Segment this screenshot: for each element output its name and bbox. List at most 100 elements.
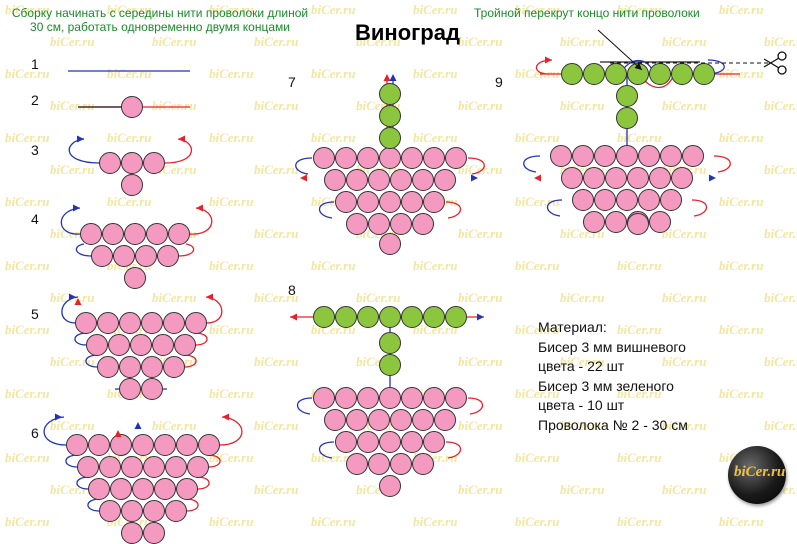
pink-bead [390,453,412,475]
watermark-text: biCer.ru [209,258,254,273]
pink-bead [143,152,165,174]
watermark-text: biCer.ru [515,66,560,81]
pink-bead [124,223,146,245]
wire-arrowhead [534,174,541,182]
pink-bead [119,378,141,400]
pink-bead [168,223,190,245]
green-bead [401,306,423,328]
watermark-text: biCer.ru [458,34,503,49]
wire-loop [194,332,208,346]
pink-bead [176,434,198,456]
pink-bead [346,453,368,475]
pink-bead [379,191,401,213]
wire-loop [75,243,92,257]
pink-bead [102,223,124,245]
watermark-text: biCer.ru [209,386,254,401]
watermark-text: biCer.ru [254,34,299,49]
wire-loop [85,354,99,368]
watermark-text: biCer.ru [719,194,764,209]
watermark-text: biCer.ru [560,482,605,497]
pink-bead [163,356,185,378]
pink-bead [313,147,335,169]
step-label-9: 9 [495,74,503,90]
pink-bead [176,478,198,500]
pink-bead [368,409,390,431]
pink-bead [99,152,121,174]
pink-bead [110,478,132,500]
pink-bead [401,147,423,169]
wire-loop [61,296,79,324]
watermark-text: biCer.ru [311,258,356,273]
materials-line: цвета - 22 шт [538,358,625,374]
green-bead [583,63,605,85]
wire-arrowhead [206,293,213,301]
watermark-text: biCer.ru [662,418,707,433]
wire-arrowhead [73,204,80,212]
pink-bead [368,453,390,475]
watermark-text: biCer.ru [617,386,662,401]
materials-line: Бисер 3 мм вишневого [538,338,686,355]
watermark-text: biCer.ru [560,98,605,113]
watermark-text: biCer.ru [5,450,50,465]
watermark-text: biCer.ru [152,34,197,49]
watermark-text: biCer.ru [152,418,197,433]
wire-loop [68,138,100,164]
step-label-1: 1 [31,56,39,72]
green-bead [693,63,715,85]
wire-loop [467,157,485,175]
watermark-text: biCer.ru [719,258,764,273]
watermark-text: biCer.ru [458,226,503,241]
wire-loop [43,416,67,446]
watermark-text: biCer.ru [50,418,95,433]
pink-bead [412,409,434,431]
watermark-text: biCer.ru [254,354,299,369]
watermark-text: biCer.ru [617,450,662,465]
watermark-text: biCer.ru [719,386,764,401]
wire-arrowhead [477,313,484,321]
materials-line: Бисер 3 мм зеленого [538,377,674,394]
wire-loop [205,296,223,324]
pink-bead [88,434,110,456]
pink-bead [154,434,176,456]
wire-arrowhead [114,430,122,437]
materials-list: Материал: Бисер 3 мм вишневого цвета - 2… [538,318,738,435]
step-label-2: 2 [31,92,39,108]
wire-loop [76,476,90,490]
twist-note: Тройной перекрут концо нити проволоки [474,6,700,20]
watermark-text: biCer.ru [5,66,50,81]
pink-bead [185,312,207,334]
pink-bead [605,211,627,233]
materials-line: цвета - 10 шт [538,397,625,413]
watermark-text: biCer.ru [152,98,197,113]
wire-loop [318,201,335,219]
wire-loop [691,199,708,217]
pink-bead [423,191,445,213]
watermark-text: biCer.ru [311,2,356,17]
pink-bead [141,312,163,334]
watermark-text: biCer.ru [764,290,797,305]
scissors-handle [777,51,787,61]
wire-loop [219,416,243,446]
watermark-text: biCer.ru [50,162,95,177]
green-bead [605,63,627,85]
pink-bead [119,312,141,334]
green-bead [335,306,357,328]
step-label-6: 6 [31,425,39,441]
pink-bead [335,147,357,169]
pink-bead [75,312,97,334]
pink-bead [357,431,379,453]
watermark-text: biCer.ru [356,290,401,305]
pink-bead [583,211,605,233]
wire-arrowhead [196,204,203,212]
pink-bead [594,189,616,211]
watermark-text: biCer.ru [209,322,254,337]
pink-bead [412,169,434,191]
pink-bead [99,500,121,522]
watermark-text: biCer.ru [107,66,152,81]
green-bead [379,105,401,127]
wire-loop [445,441,462,459]
watermark-text: biCer.ru [311,66,356,81]
wire-loop [178,243,195,257]
watermark-text: biCer.ru [515,386,560,401]
pink-bead [660,189,682,211]
